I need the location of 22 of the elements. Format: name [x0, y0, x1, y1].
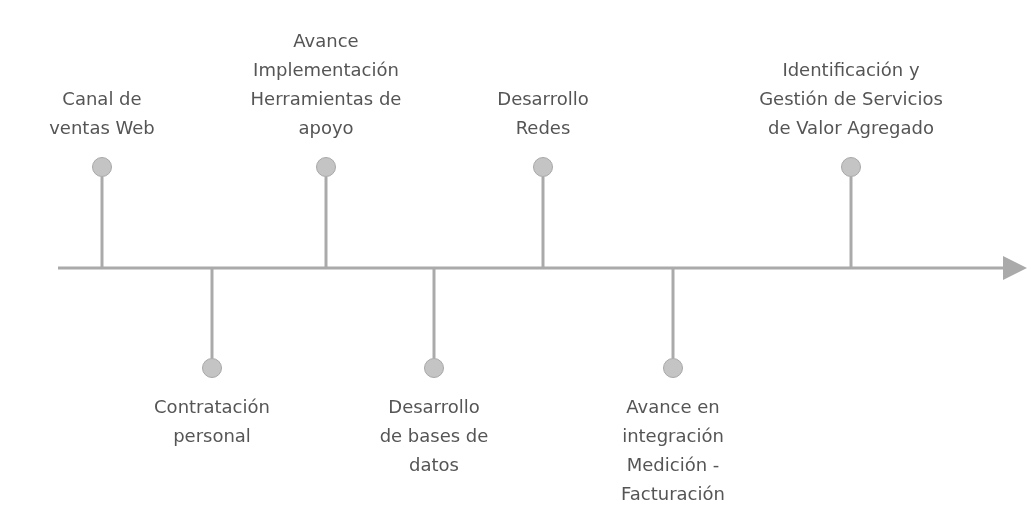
stem-line: [324, 177, 328, 268]
milestone-label: Desarrollo de bases de datos: [378, 395, 490, 477]
stem-line: [432, 268, 436, 358]
timeline-dot: [202, 358, 222, 378]
milestone-label: Contratación personal: [153, 395, 271, 448]
timeline-dot: [841, 157, 861, 177]
milestone-label: Avance en integración Medición - Facturación: [620, 395, 726, 506]
timeline-dot: [92, 157, 112, 177]
stem-line: [210, 268, 214, 358]
stem-line: [541, 177, 545, 268]
milestone-label: Desarrollo Redes: [496, 87, 590, 140]
stem-line: [100, 177, 104, 268]
timeline-dot: [424, 358, 444, 378]
milestone-label: Canal de ventas Web: [48, 87, 156, 140]
timeline-dot: [533, 157, 553, 177]
timeline-dot: [663, 358, 683, 378]
milestone-label: Avance Implementación Herramientas de apoyo: [249, 29, 403, 140]
stem-line: [849, 177, 853, 268]
milestone-label: Identificación y Gestión de Servicios de Valor Agregado: [758, 58, 944, 140]
timeline-axis: [58, 256, 1027, 280]
stem-line: [671, 268, 675, 358]
timeline-dot: [316, 157, 336, 177]
